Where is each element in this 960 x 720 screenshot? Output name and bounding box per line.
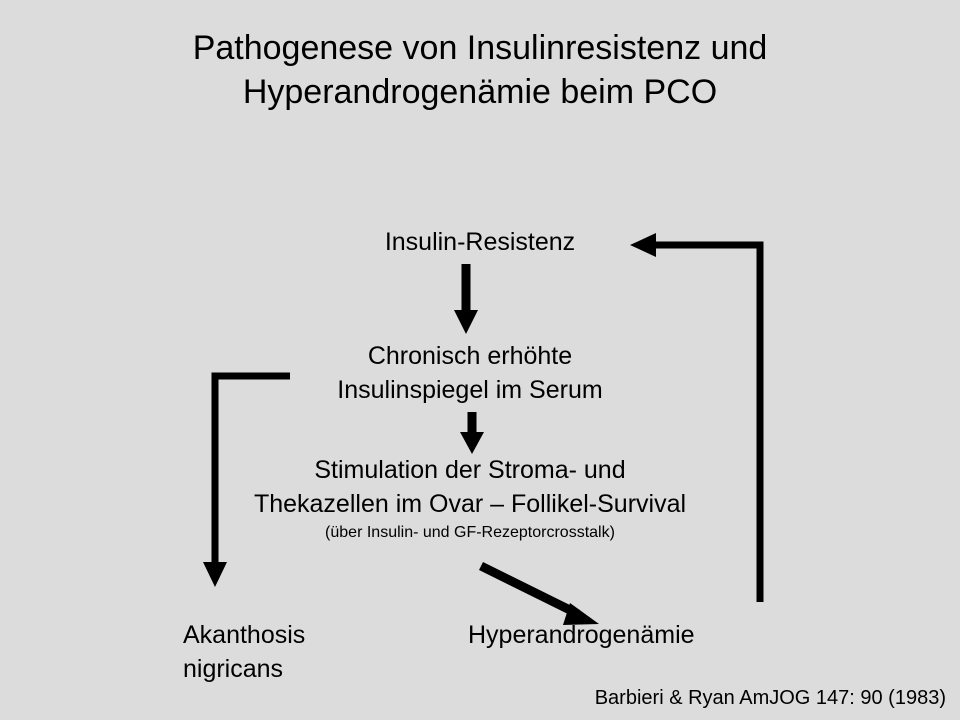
- node-insulin-resistance-label: Insulin-Resistenz: [384, 228, 576, 256]
- node-chronic-line-1: Chronisch erhöhte: [367, 342, 573, 370]
- title-line-2: Hyperandrogenämie beim PCO: [242, 73, 718, 111]
- node-hyperandrogenemia-label: Hyperandrogenämie: [468, 621, 695, 649]
- node-chronic-line-2: Insulinspiegel im Serum: [337, 376, 603, 404]
- slide-title: Pathogenese von Insulinresistenz und Hyp…: [0, 26, 960, 114]
- node-stimulation-line-2: Thekazellen im Ovar – Follikel-Survival: [253, 490, 687, 518]
- node-stimulation-note: (über Insulin- und GF-Rezeptorcrosstalk): [325, 524, 615, 541]
- node-stimulation: Stimulation der Stroma- und Thekazellen …: [160, 453, 780, 545]
- node-akanthosis: Akanthosis nigricans: [183, 618, 305, 686]
- arrow-insulin-to-chronic: [454, 264, 478, 334]
- node-insulin-resistance: Insulin-Resistenz: [280, 225, 680, 259]
- node-akanthosis-line-2: nigricans: [183, 655, 284, 683]
- arrow-hyperandrogenemia-to-insulin: [630, 233, 764, 602]
- node-stimulation-line-1: Stimulation der Stroma- und: [314, 456, 626, 484]
- arrow-stimulation-to-hyperandrogenemia: [479, 561, 599, 625]
- node-hyperandrogenemia: Hyperandrogenämie: [468, 618, 695, 652]
- node-chronic-insulin: Chronisch erhöhte Insulinspiegel im Seru…: [230, 339, 710, 407]
- citation: Barbieri & Ryan AmJOG 147: 90 (1983): [594, 687, 946, 709]
- title-line-1: Pathogenese von Insulinresistenz und: [192, 29, 768, 67]
- node-akanthosis-line-1: Akanthosis: [183, 621, 306, 649]
- arrow-chronic-to-stimulation: [460, 412, 484, 454]
- arrow-chronic-to-akanthosis: [203, 372, 290, 587]
